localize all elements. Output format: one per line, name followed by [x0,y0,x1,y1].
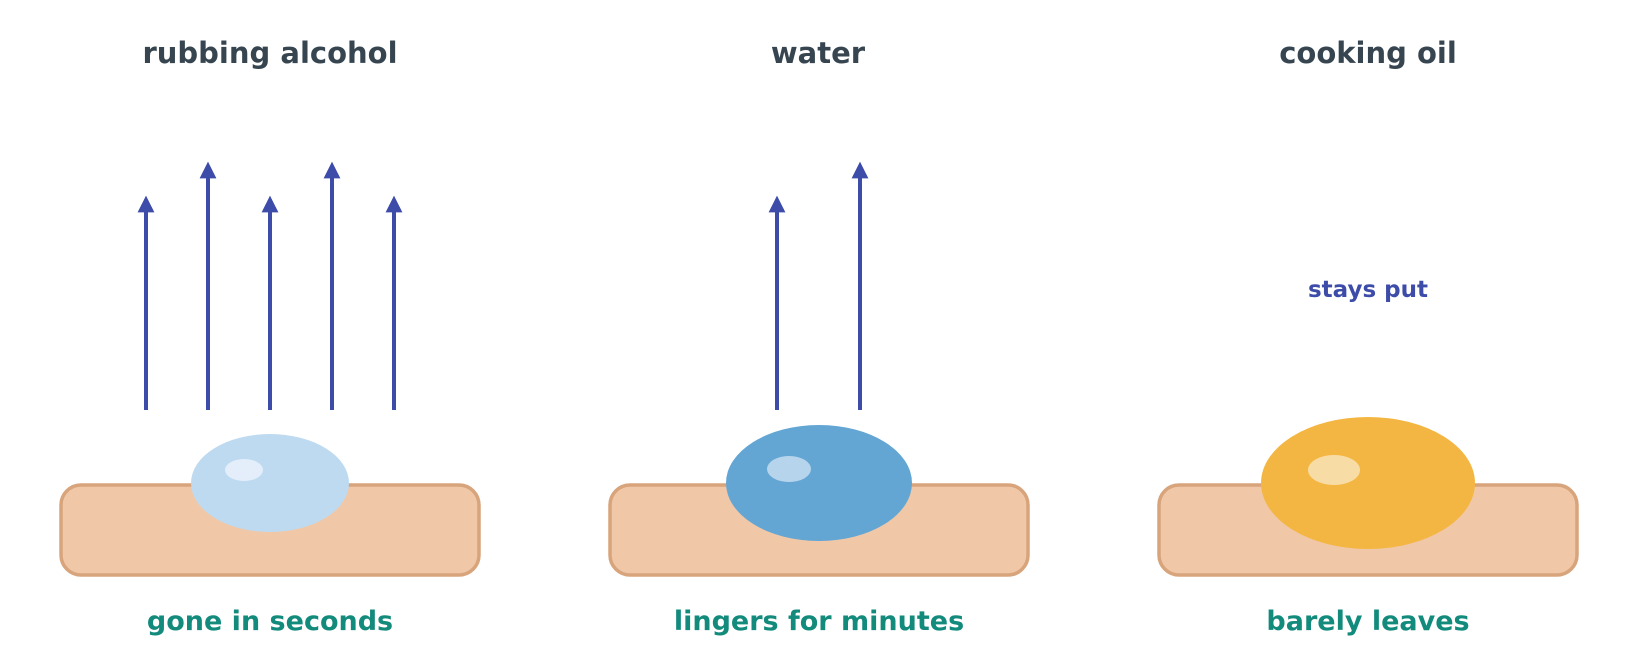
panel-water: water lingers for minutes [608,36,1030,637]
evaporation-arrows [768,161,869,410]
liquid-drop [726,425,912,541]
liquid-drop [1261,417,1475,549]
panel-caption: gone in seconds [147,606,393,637]
stays-put-label: stays put [1308,277,1428,303]
liquid-drop [191,434,349,532]
panel-title: cooking oil [1279,36,1457,70]
panel-title: water [771,36,866,70]
panel-cooking-oil: cooking oil stays put barely leaves [1157,36,1579,637]
drop-highlight [1308,455,1360,485]
evaporation-arrows [137,161,403,410]
panel-caption: lingers for minutes [674,606,964,637]
panel-rubbing-alcohol: rubbing alcohol gone in seconds [59,36,481,637]
panel-title: rubbing alcohol [142,36,397,70]
panel-caption: barely leaves [1266,606,1469,637]
drop-highlight [767,456,811,482]
drop-highlight [225,459,263,481]
